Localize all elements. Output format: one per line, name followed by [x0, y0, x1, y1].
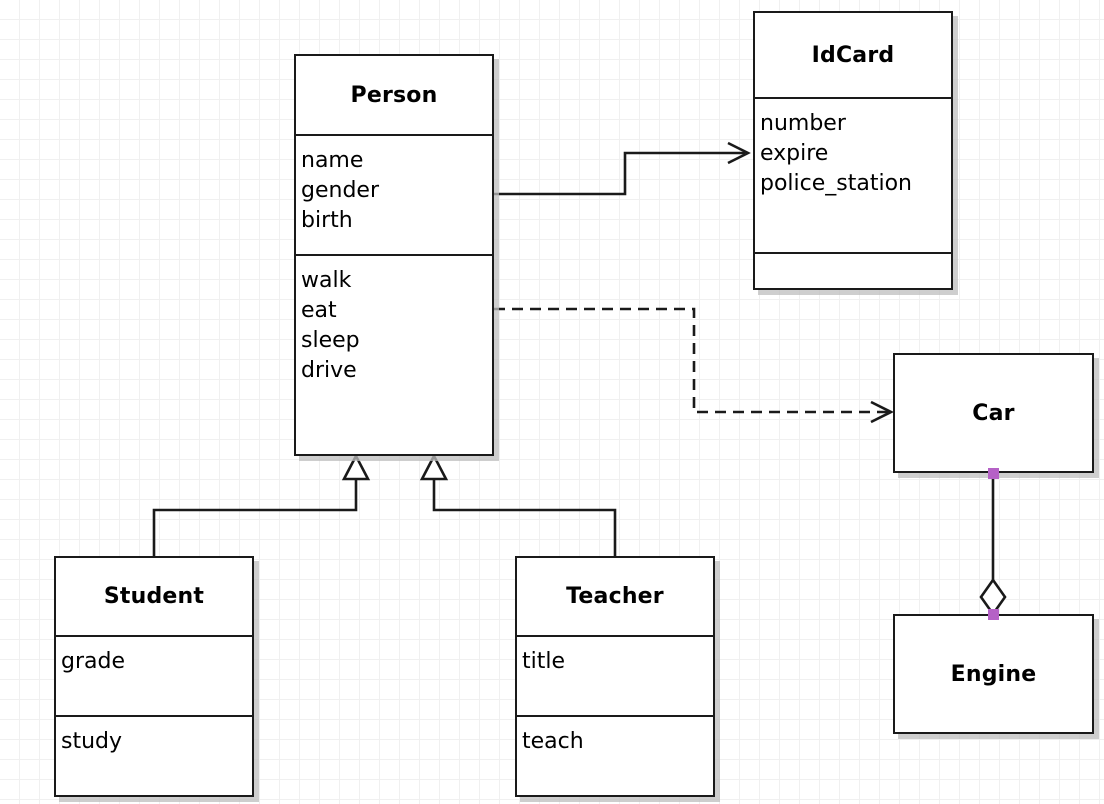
edge-student-person[interactable] [152, 453, 371, 556]
attribute-item: police_station [760, 171, 912, 196]
edge-car-engine[interactable] [979, 473, 1007, 617]
class-box-car[interactable]: Car [893, 353, 1094, 473]
class-box-person[interactable]: Person name gender birth walk eat sleep … [294, 54, 494, 456]
class-name-car: Car [972, 400, 1015, 426]
attributes-idcard: number expire police_station [755, 97, 951, 252]
method-item: walk [301, 268, 352, 293]
class-box-engine[interactable]: Engine [893, 614, 1094, 734]
class-name-idcard: IdCard [811, 42, 895, 68]
attributes-person: name gender birth [296, 134, 492, 254]
class-name-person: Person [350, 82, 438, 108]
attribute-item: name [301, 148, 364, 173]
edge-person-idcard[interactable] [494, 141, 751, 196]
class-name-student: Student [103, 584, 205, 609]
method-item: drive [301, 358, 357, 383]
methods-teacher: teach [517, 715, 713, 795]
method-item: teach [522, 729, 584, 754]
attributes-student: grade [56, 635, 252, 715]
method-item: eat [301, 298, 337, 323]
class-box-student[interactable]: Student grade study [54, 556, 254, 797]
class-box-teacher[interactable]: Teacher title teach [515, 556, 715, 797]
attribute-item: title [522, 649, 566, 674]
method-item: study [61, 729, 123, 754]
attribute-item: expire [760, 141, 829, 166]
methods-person: walk eat sleep drive [296, 254, 492, 454]
class-name-engine: Engine [950, 661, 1037, 687]
connection-handle-engine[interactable] [988, 609, 999, 620]
attributes-teacher: title [517, 635, 713, 715]
attribute-item: grade [61, 649, 125, 674]
class-name-teacher: Teacher [566, 584, 664, 609]
attribute-item: gender [301, 178, 379, 203]
class-box-idcard[interactable]: IdCard number expire police_station [753, 11, 953, 290]
edge-teacher-person[interactable] [419, 453, 617, 556]
edge-person-car[interactable] [494, 307, 894, 424]
connection-handle-car[interactable] [988, 468, 999, 479]
attribute-item: birth [301, 208, 353, 233]
method-item: sleep [301, 328, 360, 353]
attribute-item: number [760, 111, 846, 136]
methods-idcard [755, 252, 951, 288]
methods-student: study [56, 715, 252, 795]
